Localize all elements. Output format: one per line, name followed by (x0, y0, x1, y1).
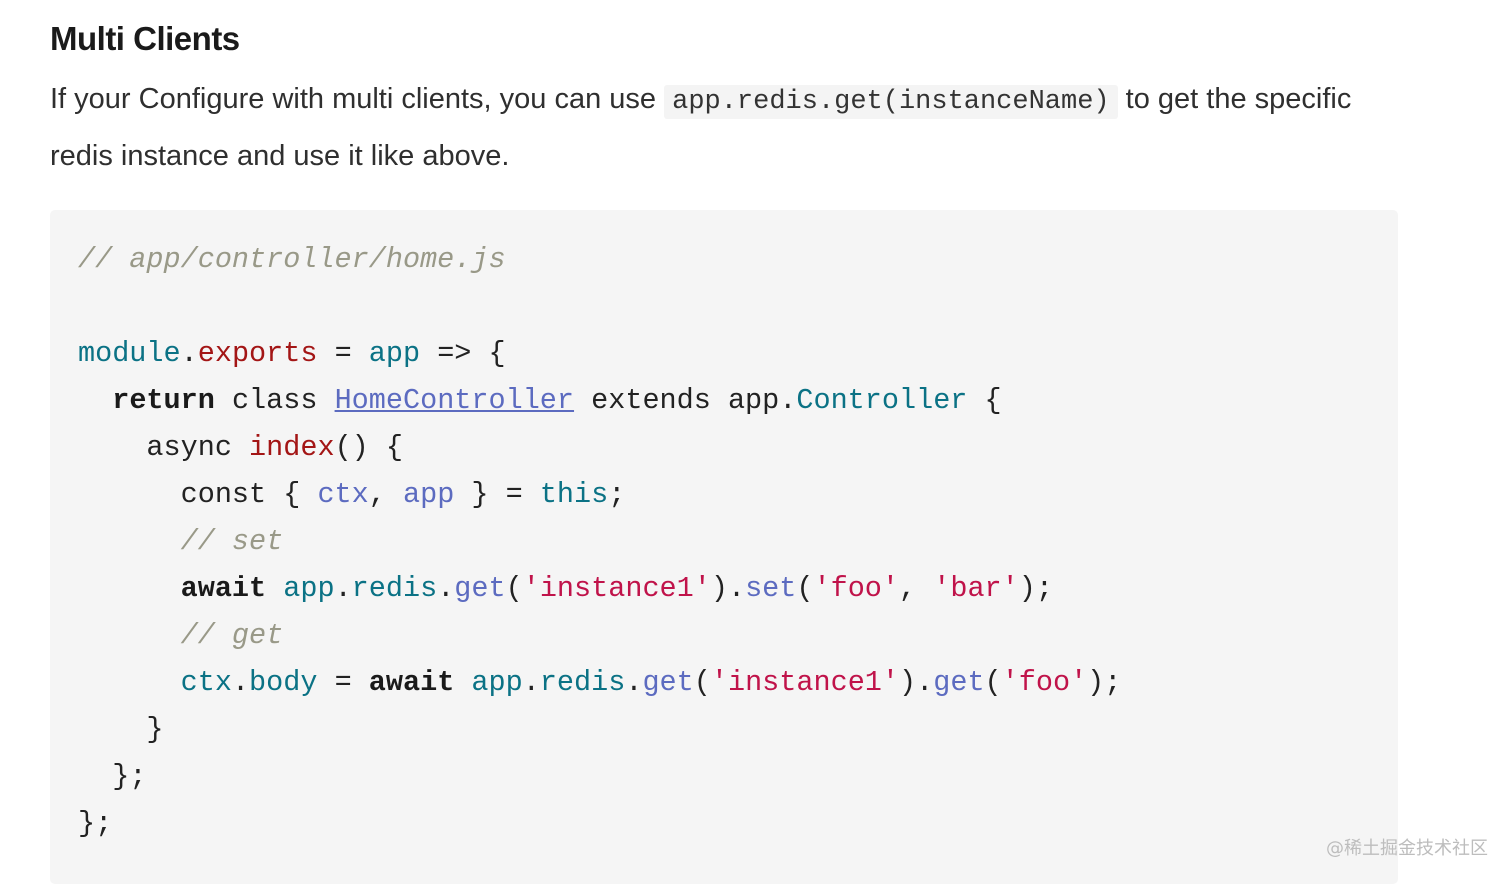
token-str-foo-b: 'foo' (1001, 666, 1088, 699)
code-comment-get: // get (180, 619, 284, 652)
token-ctx-destructure: ctx (317, 478, 369, 511)
token-str-instance1-b: 'instance1' (710, 666, 900, 699)
intro-paragraph: If your Configure with multi clients, yo… (50, 72, 1390, 183)
token-close-eq: } = (454, 478, 540, 511)
inline-code: app.redis.get(instanceName) (664, 85, 1118, 119)
section-title: Multi Clients (50, 20, 240, 57)
token-module: module (78, 337, 181, 370)
token-ctx: ctx (180, 666, 232, 699)
token-redis-2: redis (539, 666, 626, 699)
token-redis-1: redis (351, 572, 438, 605)
token-str-instance1-a: 'instance1' (522, 572, 711, 605)
code-line-7: // set (78, 518, 1121, 565)
token-await-2: await (368, 666, 455, 699)
token-str-foo-a: 'foo' (813, 572, 900, 605)
token-str-bar: 'bar' (933, 572, 1019, 605)
token-assign: = (317, 337, 369, 370)
code-block: // app/controller/home.js module.exports … (50, 210, 1398, 884)
code-comment-file: // app/controller/home.js (78, 243, 506, 276)
token-app-1: app (283, 572, 335, 605)
token-get-2: get (642, 666, 694, 699)
token-dot: . (180, 337, 198, 370)
code-line-11: } (78, 706, 1121, 753)
code-line-1: // app/controller/home.js (78, 236, 1121, 283)
token-extends: extends app. (574, 384, 797, 417)
token-app-param: app (368, 337, 421, 370)
token-exports: exports (197, 337, 318, 370)
token-await-1: await (180, 572, 267, 605)
token-get-3: get (933, 666, 985, 699)
watermark: @稀土掘金技术社区 (1326, 838, 1488, 859)
token-this: this (539, 478, 609, 511)
token-const: const { (180, 478, 318, 511)
token-close-class: }; (112, 760, 147, 793)
token-arrow: => { (420, 337, 506, 370)
code-comment-set: // set (180, 525, 284, 558)
code-line-4: return class HomeController extends app.… (78, 377, 1121, 424)
token-async: async (146, 431, 250, 464)
code-line-6: const { ctx, app } = this; (78, 471, 1121, 518)
token-semicolon: ; (608, 478, 626, 511)
code-line-12: }; (78, 753, 1121, 800)
token-open-brace: { (967, 384, 1002, 417)
code-listing: // app/controller/home.js module.exports … (78, 236, 1121, 847)
token-close-module: }; (78, 807, 113, 840)
code-line-3: module.exports = app => { (78, 330, 1121, 377)
token-class-name: HomeController (334, 384, 575, 417)
token-get-1: get (454, 572, 506, 605)
token-set: set (745, 572, 797, 605)
code-line-8: await app.redis.get('instance1').set('fo… (180, 572, 1053, 605)
token-body: body (249, 666, 318, 699)
token-return: return (112, 384, 215, 417)
code-line-9: // get (78, 612, 1121, 659)
token-comma: , (368, 478, 403, 511)
token-app-destructure: app (402, 478, 455, 511)
code-line-13: }; (78, 800, 1121, 847)
token-class-kw: class (214, 384, 335, 417)
token-index: index (249, 431, 335, 464)
code-line-5: async index() { (78, 424, 1121, 471)
code-line-2-blank (78, 283, 1121, 330)
intro-text-before: If your Configure with multi clients, yo… (50, 83, 665, 115)
token-paren-brace: () { (334, 431, 403, 464)
token-controller: Controller (796, 384, 968, 417)
intro-text-after: to get the specific redis instance and u… (50, 83, 1352, 172)
code-line-10: ctx.body = await app.redis.get('instance… (180, 666, 1122, 699)
token-close-method: } (146, 713, 164, 746)
token-app-2: app (471, 666, 523, 699)
